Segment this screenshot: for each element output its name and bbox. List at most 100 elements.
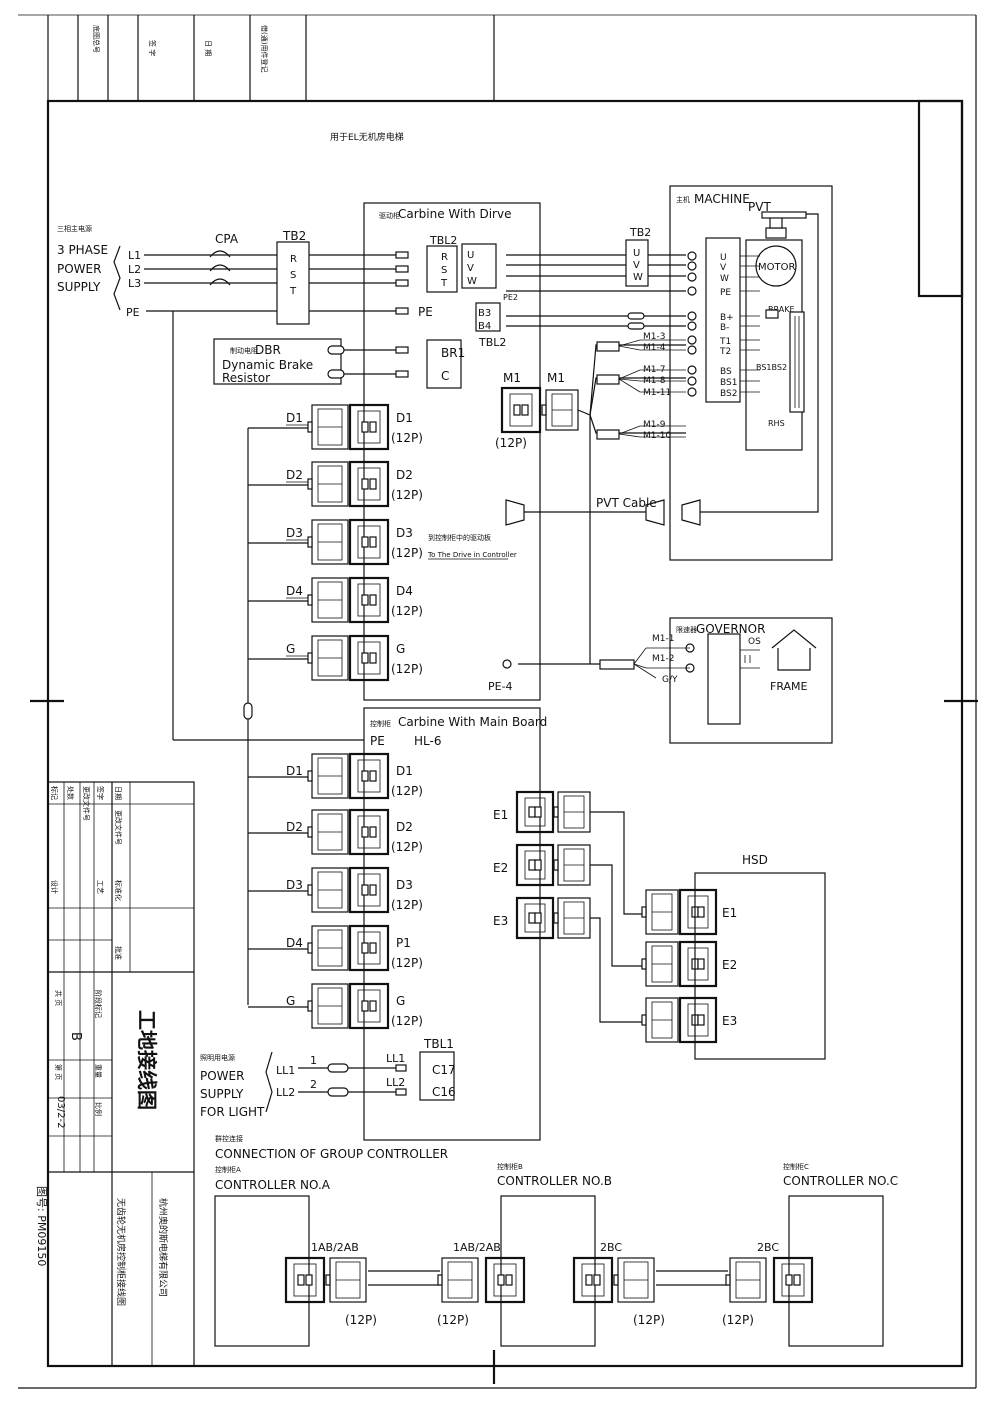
- machine-terminal-label: PE: [720, 288, 731, 298]
- connector-right-label: D3: [396, 526, 413, 540]
- e-socket: [515, 896, 555, 940]
- svg-text:签字: 签字: [96, 786, 105, 800]
- e-plug: [553, 844, 591, 886]
- machine-terminal-label: T1: [719, 337, 731, 347]
- connector-plug: [307, 753, 349, 799]
- svg-text:到控制柜中的驱动板: 到控制柜中的驱动板: [428, 533, 491, 542]
- group-plug-a: [325, 1257, 367, 1303]
- connector-right-label: D1: [396, 411, 413, 425]
- machine-terminal: BS1: [687, 376, 760, 388]
- connector-left-label: G: [286, 994, 295, 1008]
- connector-left-label: D2: [286, 468, 303, 482]
- svg-text:GOVERNOR: GOVERNOR: [696, 622, 765, 636]
- connector-plug: [307, 519, 349, 565]
- connector-plug: [307, 635, 349, 681]
- svg-text:控制柜A: 控制柜A: [215, 1165, 241, 1174]
- group-socket-a: [284, 1256, 326, 1304]
- svg-text:S: S: [441, 265, 447, 276]
- svg-text:主机: 主机: [676, 195, 690, 204]
- governor-block: 限速器 GOVERNOR M1-1 M1-2 G/Y OS FRAME PE-4: [488, 617, 833, 744]
- svg-text:批准: 批准: [114, 946, 123, 960]
- svg-text:RHS: RHS: [768, 419, 785, 428]
- group-socket-c: [772, 1256, 814, 1304]
- connector-left-label: D4: [286, 936, 303, 950]
- machine-terminal: T2: [687, 345, 760, 357]
- svg-text:1AB/2AB: 1AB/2AB: [311, 1241, 359, 1254]
- cpa-label: CPA: [215, 232, 239, 246]
- connector-pins: (12P): [391, 488, 423, 502]
- svg-text:控制柜: 控制柜: [370, 719, 391, 728]
- svg-text:POWER: POWER: [200, 1069, 244, 1083]
- machine-terminal-label: B+: [720, 313, 734, 323]
- svg-text:2BC: 2BC: [600, 1241, 622, 1254]
- connector-left-label: G: [286, 642, 295, 656]
- svg-text:工地接线图: 工地接线图: [135, 1010, 159, 1110]
- svg-text:HL-6: HL-6: [414, 734, 441, 748]
- power-supply-section: 三相主电源 3 PHASE POWER SUPPLY L1 L2 L3 PE C…: [57, 224, 396, 741]
- svg-text:日期: 日期: [114, 786, 122, 800]
- svg-text:R: R: [441, 252, 448, 263]
- connector-pins: (12P): [391, 840, 423, 854]
- m1-plug: [541, 389, 579, 431]
- e-connector-label: E1: [493, 808, 508, 822]
- svg-text:Resistor: Resistor: [222, 371, 270, 385]
- title-block: 标记 处数 更改文件号 签字 日期 更改文件号 设计 工艺 标准化 批准 阶段标…: [35, 781, 195, 1367]
- svg-text:R: R: [290, 254, 297, 265]
- e-connector-label: E2: [493, 861, 508, 875]
- hsd-socket: [678, 940, 718, 988]
- connector-pins: (12P): [391, 956, 423, 970]
- connector-socket: [348, 924, 390, 972]
- hsd-plug: [641, 941, 679, 987]
- svg-text:照明用电源: 照明用电源: [200, 1053, 235, 1062]
- svg-text:更改文件号: 更改文件号: [114, 810, 123, 845]
- svg-text:MACHINE: MACHINE: [694, 192, 750, 206]
- connector-right-label: D4: [396, 584, 413, 598]
- connector-left-label: D1: [286, 411, 303, 425]
- connector-socket: [348, 982, 390, 1030]
- connector-pins: (12P): [391, 604, 423, 618]
- connector-socket: [348, 403, 390, 451]
- svg-text:LL2: LL2: [276, 1086, 295, 1099]
- svg-text:比例: 比例: [94, 1102, 103, 1116]
- svg-text:共 页: 共 页: [54, 990, 63, 1006]
- m1-socket: [500, 386, 542, 434]
- svg-text:L2: L2: [128, 263, 141, 276]
- e-plug: [553, 897, 591, 939]
- machine-terminal-label: BS1: [720, 378, 737, 388]
- stamp-label: 日 期: [204, 40, 212, 56]
- svg-text:工艺: 工艺: [96, 880, 104, 894]
- svg-text:驱动柜: 驱动柜: [379, 211, 400, 220]
- svg-text:制动电阻: 制动电阻: [230, 346, 258, 355]
- connector-plug: [307, 809, 349, 855]
- machine-terminal-label: W: [720, 274, 729, 284]
- svg-text:CONNECTION OF GROUP CONTROLLER: CONNECTION OF GROUP CONTROLLER: [215, 1147, 448, 1161]
- connector-right-label: G: [396, 642, 405, 656]
- svg-text:PE: PE: [370, 734, 385, 748]
- svg-text:CONTROLLER NO.B: CONTROLLER NO.B: [497, 1174, 612, 1188]
- svg-text:LL2: LL2: [386, 1076, 405, 1089]
- machine-terminal: T1: [687, 335, 760, 347]
- svg-text:PVT: PVT: [748, 200, 771, 214]
- group-connector-plugs: [284, 1256, 814, 1304]
- svg-text:第 页: 第 页: [54, 1064, 63, 1080]
- svg-text:FOR LIGHT: FOR LIGHT: [200, 1105, 265, 1119]
- svg-text:FRAME: FRAME: [770, 680, 808, 693]
- machine-terminal-label: B-: [720, 323, 729, 333]
- connector-left-label: D4: [286, 584, 303, 598]
- hsd-plug: [641, 889, 679, 935]
- svg-text:G/Y: G/Y: [662, 675, 678, 685]
- svg-text:C16: C16: [432, 1085, 456, 1099]
- svg-text:CONTROLLER NO.C: CONTROLLER NO.C: [783, 1174, 898, 1188]
- supply-line1: 3 PHASE: [57, 243, 108, 257]
- group-plug-b-left: [437, 1257, 479, 1303]
- hsd-item-label: E3: [722, 1014, 737, 1028]
- dynamic-brake-resistor: 制动电阻 DBR Dynamic Brake Resistor: [213, 338, 396, 385]
- svg-text:杭州奥的斯电梯有限公司: 杭州奥的斯电梯有限公司: [157, 1198, 169, 1297]
- svg-text:V: V: [467, 263, 474, 274]
- svg-text:SUPPLY: SUPPLY: [200, 1087, 244, 1101]
